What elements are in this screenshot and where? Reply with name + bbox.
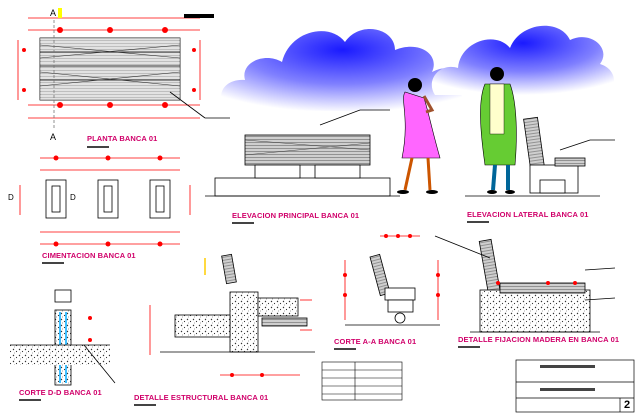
wood-fixing-detail-drawing — [434, 235, 616, 333]
woman-figure-illustration — [397, 78, 441, 194]
section-dd-drawing — [10, 289, 116, 386]
plan-section-mark-a-top: A — [50, 8, 56, 18]
plan-view-drawing — [17, 14, 230, 130]
title-detalle-estructural: DETALLE ESTRUCTURAL BANCA 01 — [134, 393, 269, 402]
title-planta: PLANTA BANCA 01 — [87, 134, 158, 143]
title-corte-aa: CORTE A-A BANCA 01 — [334, 337, 417, 346]
foundation-section-mark-d-left: D — [8, 193, 14, 202]
foundation-section-mark-d-right: D — [70, 193, 76, 202]
sheet-number: 2 — [624, 399, 631, 411]
plan-section-mark-a-bottom: A — [50, 132, 56, 142]
section-aa-drawing — [343, 234, 440, 326]
side-elevation-drawing — [465, 116, 615, 197]
title-elevacion-principal-underline — [232, 222, 254, 224]
structural-detail-drawing — [149, 253, 315, 377]
title-detalle-fijacion: DETALLE FIJACION MADERA EN BANCA 01 — [458, 335, 620, 344]
title-corte-dd-underline — [19, 399, 41, 401]
cloud-background — [221, 25, 615, 113]
title-cimentacion-underline — [42, 262, 64, 264]
title-corte-aa-underline — [334, 348, 356, 350]
title-elevacion-lateral-underline — [467, 221, 489, 223]
title-corte-dd: CORTE D-D BANCA 01 — [19, 388, 102, 397]
notes-table — [321, 361, 403, 401]
man-figure-illustration — [480, 67, 517, 194]
title-planta-underline — [87, 146, 109, 148]
foundation-plan-drawing — [19, 155, 191, 247]
title-elevacion-lateral: ELEVACION LATERAL BANCA 01 — [467, 210, 589, 219]
title-detalle-fijacion-underline — [458, 346, 480, 348]
main-elevation-drawing — [205, 109, 400, 197]
title-cimentacion: CIMENTACION BANCA 01 — [42, 251, 136, 260]
title-block — [515, 359, 635, 413]
title-detalle-estructural-underline — [134, 404, 156, 406]
title-elevacion-principal: ELEVACION PRINCIPAL BANCA 01 — [232, 211, 360, 220]
